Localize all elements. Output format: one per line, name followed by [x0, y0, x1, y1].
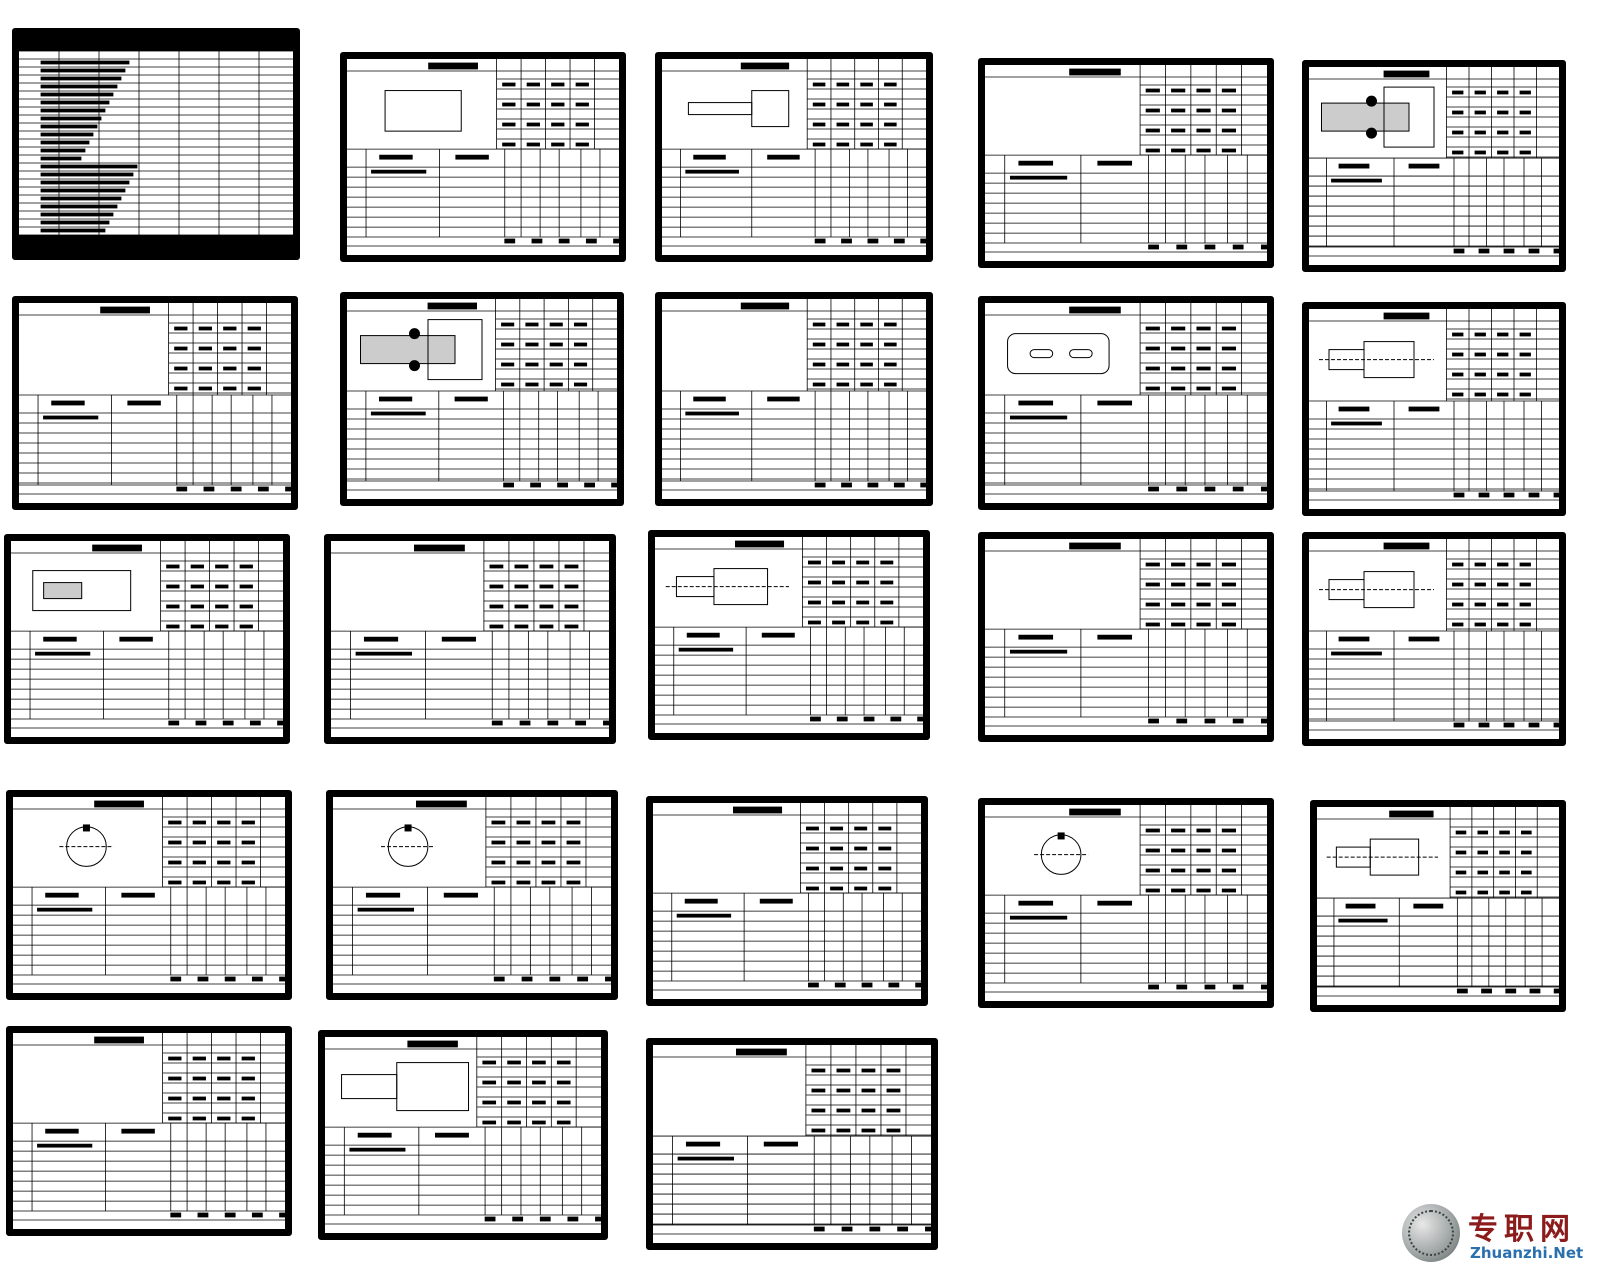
process-card-drawing [662, 299, 926, 491]
process-card-drawing [985, 65, 1267, 253]
process-card-drawing [653, 1045, 931, 1235]
process-card-drawing [985, 805, 1267, 993]
process-card-sheet [648, 530, 930, 740]
process-card-drawing [11, 541, 283, 729]
process-card-drawing [331, 541, 609, 729]
process-card-drawing [333, 797, 611, 985]
process-card-drawing [13, 797, 285, 985]
process-card-sheet [978, 296, 1274, 510]
process-card-drawing [13, 1033, 285, 1221]
process-card-drawing [662, 59, 926, 247]
process-card-sheet [12, 296, 298, 510]
process-card-sheet [978, 798, 1274, 1008]
process-card-drawing [1309, 309, 1559, 501]
process-card-sheet [6, 1026, 292, 1236]
process-card-sheet [1302, 302, 1566, 516]
process-card-sheet [6, 790, 292, 1000]
process-card-drawing [1309, 67, 1559, 257]
process-card-sheet [12, 28, 300, 260]
process-card-sheet [655, 52, 933, 262]
process-card-drawing [985, 303, 1267, 495]
process-card-sheet [1302, 532, 1566, 746]
process-card-sheet [4, 534, 290, 744]
process-card-sheet [978, 58, 1274, 268]
process-card-sheet [646, 1038, 938, 1250]
globe-logo-icon [1402, 1204, 1460, 1262]
process-card-sheet [318, 1030, 608, 1240]
process-card-sheet [646, 796, 928, 1006]
process-card-drawing [653, 803, 921, 991]
process-card-drawing [325, 1037, 601, 1225]
process-card-sheet [324, 534, 616, 744]
process-card-drawing [1309, 539, 1559, 731]
process-card-sheet [978, 532, 1274, 742]
process-card-drawing [19, 303, 291, 495]
process-card-sheet [655, 292, 933, 506]
process-card-drawing [347, 299, 617, 491]
process-card-sheet [340, 292, 624, 506]
process-card-sheet [340, 52, 626, 262]
process-card-sheet [1302, 60, 1566, 272]
process-card-sheet [1310, 800, 1566, 1012]
process-card-drawing [347, 59, 619, 247]
process-card-drawing [1317, 807, 1559, 997]
watermark-chinese-text: 专职网 [1468, 1212, 1576, 1247]
process-card-drawing [655, 537, 923, 725]
process-card-drawing [19, 35, 293, 253]
process-card-drawing [985, 539, 1267, 727]
zhuanzhi-watermark: 专职网 Zhuanzhi.Net [1402, 1200, 1584, 1270]
watermark-english-text: Zhuanzhi.Net [1470, 1244, 1584, 1262]
process-card-sheet [326, 790, 618, 1000]
